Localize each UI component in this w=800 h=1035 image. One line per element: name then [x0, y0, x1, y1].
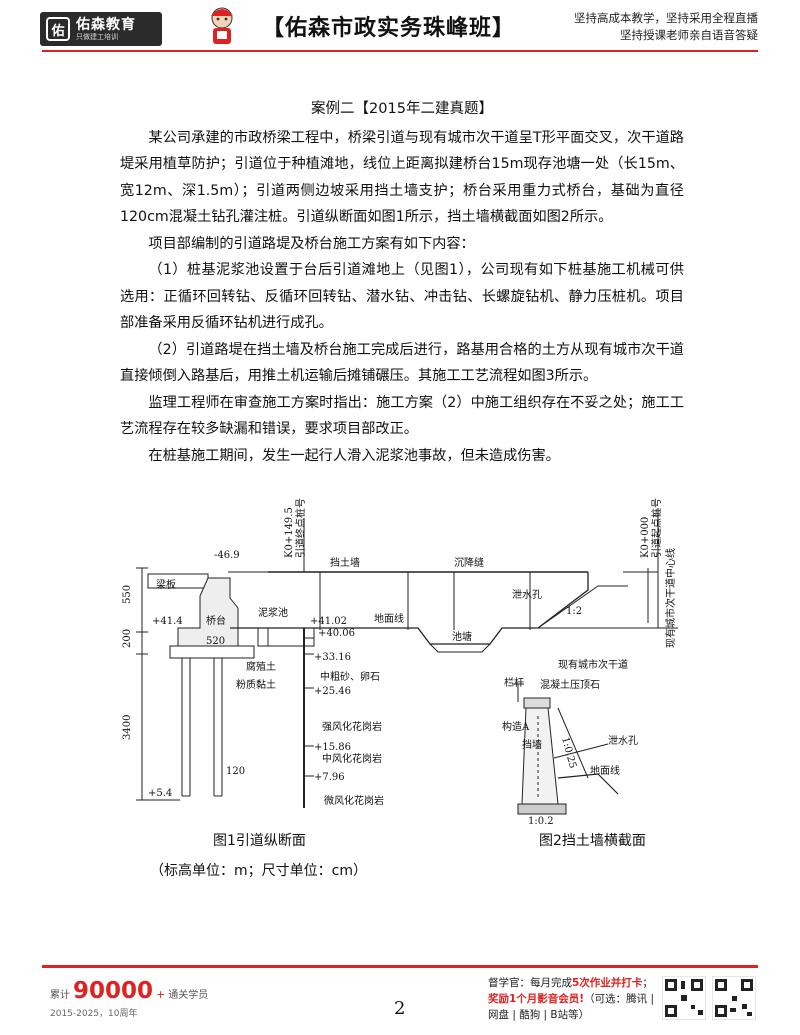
header-divider	[42, 50, 758, 52]
promo-line2-b: （可选：腾讯 |	[584, 993, 654, 1005]
case-paragraph-4: （2）引道路堤在挡土墙及桥台施工完成后进行，路基用合格的土方从现有城市次干道直接…	[120, 341, 684, 385]
logo-subtitle: 只做建工培训	[76, 32, 118, 41]
footer-stats: 累计 90000 + 通关学员 2015-2025，10周年	[50, 978, 208, 1019]
fig1-left-stake: K0+149.5	[284, 507, 295, 558]
slogan-line-2: 坚持授课老师亲自语音答疑	[620, 28, 758, 42]
fig2-wall: 挡墙	[522, 738, 542, 751]
fig1-dim-200: 200	[122, 629, 133, 648]
mascot-icon	[211, 7, 233, 44]
case-paragraph-3: （1）桩基泥浆池设置于台后引道滩地上（见图1），公司现有如下桩基施工机械可供选用…	[120, 262, 684, 331]
footer-divider	[42, 965, 758, 968]
fig1-abutment: 桥台	[206, 614, 226, 627]
fig1-slope: 1:2	[566, 606, 582, 617]
fig1-ground-line: 地面线	[374, 612, 404, 625]
fig1-dim-120: 120	[226, 766, 245, 777]
fig1-drain-hole: 泄水孔	[512, 588, 542, 601]
fig1-wall: 挡土墙	[330, 556, 360, 569]
figure-2-retaining-wall-section	[512, 683, 619, 815]
fig2-structure-a: 构造A	[502, 720, 530, 733]
fig2-slope: 1:0.25	[559, 736, 578, 770]
footer-promo: 督学官：每月完成5次作业并打卡； 奖励1个月影音会员!（可选：腾讯 | 网盘 |…	[488, 975, 654, 1023]
fig1-soil-clay: 粉质黏土	[236, 678, 276, 691]
fig1-dim-550: 550	[122, 585, 133, 604]
fig1-soil-medium: 中风化花岗岩	[322, 752, 382, 765]
fig2-dim: 1:0.2	[528, 816, 554, 827]
fig2-coping: 混凝土压顶石	[540, 678, 600, 691]
page-header: 佑 佑森教育 只做建工培训 【佑森市政实务珠峰班】 坚持高成本教学，坚持采用全程…	[0, 0, 800, 52]
footer-count: 90000	[73, 978, 154, 1004]
fig1-right-stake-label: 引道起点桩号	[650, 498, 663, 558]
fig1-soil-sand: 中粗砂、卵石	[320, 670, 380, 683]
promo-line2-a: 奖励1个月影音会员!	[488, 993, 585, 1005]
logo-name: 佑森教育	[76, 16, 136, 33]
units-note: （标高单位：m；尺寸单位：cm）	[150, 863, 367, 879]
figure-1-labels: -46.9 550 200 3400 520 120 梁板 桥台 泥浆池 挡土墙…	[122, 498, 677, 807]
fig1-elev-25-46: +25.46	[314, 686, 351, 697]
fig2-ground-line: 地面线	[590, 764, 620, 777]
brand-logo: 佑 佑森教育 只做建工培训	[40, 12, 162, 46]
fig1-soil-humus: 腐殖土	[246, 660, 276, 673]
fig1-elev-41-02: +41.02	[310, 616, 347, 627]
fig1-pond: 池塘	[452, 630, 472, 643]
logo-emblem-icon: 佑	[46, 17, 70, 41]
slogan-line-1: 坚持高成本教学，坚持采用全程直播	[574, 11, 758, 25]
fig1-dim-3400: 3400	[122, 715, 133, 740]
figure-2-caption: 图2挡土墙横截面	[539, 833, 646, 849]
footer-years: 2015-2025，10周年	[50, 1009, 138, 1019]
engineering-figures: -46.9 550 200 3400 520 120 梁板 桥台 泥浆池 挡土墙…	[122, 498, 678, 827]
fig1-soil-strong: 强风化花岗岩	[322, 720, 382, 733]
case-paragraph-5: 监理工程师在审查施工方案时指出：施工方案（2）中施工组织存在不妥之处；施工工艺流…	[120, 394, 684, 438]
fig1-elev-7-96: +7.96	[314, 772, 345, 783]
fig1-settle-joint: 沉降缝	[454, 556, 484, 569]
fig1-right-stake: K0+000	[640, 517, 651, 558]
footer-prefix: 累计	[50, 990, 70, 1001]
header-slogans: 坚持高成本教学，坚持采用全程直播 坚持授课老师亲自语音答疑	[574, 10, 758, 44]
promo-line1-a: 督学官：每月完成	[488, 977, 572, 989]
footer-plus: +	[156, 988, 166, 1001]
page-number: 2	[394, 998, 406, 1019]
fig1-road-name: 现有城市次干道	[558, 658, 628, 671]
fig1-elev-40-06: +40.06	[318, 628, 355, 639]
case-paragraph-6: 在桩基施工期间，发生一起行人滑入泥浆池事故，但未造成伤害。	[148, 447, 560, 464]
fig1-elev-15-86: +15.86	[314, 742, 351, 753]
case-title: 案例二【2015年二建真题】	[311, 101, 493, 117]
qr-code-icon-2[interactable]	[712, 976, 756, 1020]
fig2-railing: 栏杆	[504, 676, 524, 689]
fig1-beam: 梁板	[156, 578, 176, 591]
promo-line1-b: 5次作业并打卡	[572, 977, 643, 989]
case-paragraph-2: 项目部编制的引道路堤及桥台施工方案有如下内容：	[148, 235, 475, 252]
course-title: 【佑森市政实务珠峰班】	[262, 16, 516, 41]
fig1-elev-33-16: +33.16	[314, 652, 351, 663]
promo-line1-c: ；	[642, 977, 653, 989]
case-content: 案例二【2015年二建真题】 某公司承建的市政桥梁工程中，桥梁引道与现有城市次干…	[120, 96, 684, 469]
figure-1-caption: 图1引道纵断面	[213, 833, 306, 849]
qr-code-icon[interactable]	[662, 976, 706, 1020]
promo-line3: 网盘 | 酷狗 | B站等）	[488, 1009, 590, 1021]
figure-1-longitudinal-section	[136, 508, 678, 808]
fig1-left-stake-label: 引道终点桩号	[294, 498, 307, 558]
fig1-elev-41-4: +41.4	[152, 616, 183, 627]
case-paragraph-1: 某公司承建的市政桥梁工程中，桥梁引道与现有城市次干道呈T形平面交叉，次干道路堤采…	[120, 129, 684, 226]
footer-suffix: 通关学员	[168, 990, 209, 1001]
fig1-road-centerline: 现有城市次干道中心线	[664, 548, 677, 648]
fig1-dim-520: 520	[206, 636, 225, 647]
fig1-elev-5-4: +5.4	[148, 788, 172, 799]
fig2-drain-hole: 泄水孔	[608, 734, 638, 747]
fig1-mud-pit: 泥浆池	[258, 606, 288, 619]
fig1-soil-slight: 微风化花岗岩	[324, 794, 384, 807]
fig1-elev-top: -46.9	[214, 550, 240, 561]
